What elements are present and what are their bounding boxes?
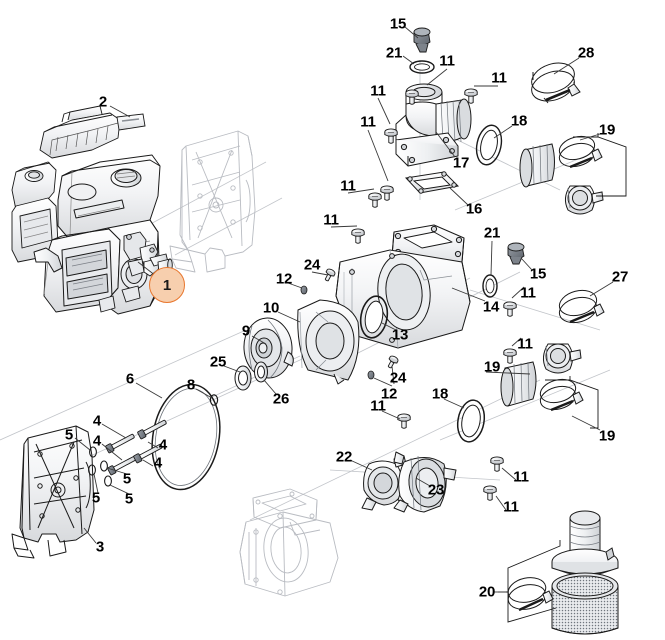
- callout-18: 18: [431, 385, 449, 403]
- callout-11: 11: [340, 177, 356, 195]
- callout-11: 11: [360, 113, 376, 131]
- part-22-cover-plate: [361, 455, 411, 511]
- callout-21: 21: [483, 224, 501, 242]
- engine-assembly: [11, 105, 173, 315]
- callout-27: 27: [611, 268, 629, 286]
- callout-22: 22: [335, 448, 353, 466]
- callout-11: 11: [491, 69, 507, 87]
- callout-17: 17: [452, 154, 470, 172]
- part-26-seal-ring-small: [254, 361, 268, 383]
- ghost-frame-upper: [169, 130, 256, 273]
- highlighted-part-marker[interactable]: 1: [149, 267, 185, 303]
- callout-24: 24: [303, 256, 321, 274]
- part-8-small-o-ring: [209, 394, 219, 406]
- part-5-washers: [88, 446, 112, 487]
- part-2-label-plate: [116, 113, 146, 131]
- callout-5: 5: [122, 470, 132, 488]
- part-21-seal-washer-top: [409, 60, 435, 74]
- part-16-flange-gasket: [404, 171, 460, 194]
- callout-19: 19: [483, 358, 501, 376]
- part-17-suction-elbow: [395, 83, 472, 167]
- part-13-seal-ring: [359, 295, 389, 339]
- callout-10: 10: [262, 299, 280, 317]
- part-27-hose-clamp: [558, 289, 605, 324]
- callout-6: 6: [125, 370, 135, 388]
- callout-19: 19: [598, 427, 616, 445]
- callout-25: 25: [209, 353, 227, 371]
- part-6-large-o-ring: [151, 383, 221, 491]
- callout-12: 12: [275, 270, 293, 288]
- callout-12: 12: [380, 385, 398, 403]
- part-23-discharge-port: [393, 451, 457, 513]
- callout-21: 21: [385, 44, 403, 62]
- callout-11: 11: [520, 284, 536, 302]
- callout-11: 11: [439, 52, 455, 70]
- part-4-bolts: [105, 419, 167, 476]
- callout-13: 13: [391, 326, 409, 344]
- callout-14: 14: [482, 298, 500, 316]
- callout-5: 5: [64, 426, 74, 444]
- callout-4: 4: [158, 436, 168, 454]
- part-12-pins: [300, 285, 375, 380]
- part-28-hose-clamp: [531, 62, 581, 104]
- callout-5: 5: [124, 490, 134, 508]
- part-20-strainer-kit: [507, 510, 619, 635]
- callout-5: 5: [91, 489, 101, 507]
- callout-leader-lines: [74, 26, 614, 593]
- callout-20: 20: [478, 583, 496, 601]
- callout-4: 4: [92, 412, 102, 430]
- callout-28: 28: [577, 44, 595, 62]
- callout-15: 15: [529, 265, 547, 283]
- callout-2: 2: [98, 93, 108, 111]
- part-25-mechanical-seal: [234, 365, 252, 391]
- callout-11: 11: [513, 468, 529, 486]
- bracket-20: [498, 540, 561, 623]
- callout-11: 11: [370, 397, 386, 415]
- part-15-plug-top: [413, 27, 431, 53]
- callout-8: 8: [186, 376, 196, 394]
- callout-23: 23: [427, 481, 445, 499]
- part-15-plug-right: [507, 242, 525, 265]
- callout-24: 24: [389, 369, 407, 387]
- callout-11: 11: [323, 211, 339, 229]
- part-19-connector-kit-upper: [519, 135, 604, 215]
- part-21-seal-washer-right: [482, 274, 498, 298]
- part-10-volute-insert: [297, 299, 360, 385]
- part-18-gasket-ring-upper: [475, 124, 503, 166]
- callout-19: 19: [598, 121, 616, 139]
- callout-4: 4: [153, 454, 163, 472]
- callout-15: 15: [389, 15, 407, 33]
- callout-11: 11: [517, 335, 533, 353]
- ghost-pump-housing-lower: [239, 488, 339, 597]
- callout-18: 18: [510, 112, 528, 130]
- callout-4: 4: [92, 432, 102, 450]
- part-3-frame-bracket: [11, 425, 95, 559]
- part-18-gasket-ring-lower: [456, 399, 486, 443]
- callout-9: 9: [241, 322, 251, 340]
- callout-26: 26: [272, 390, 290, 408]
- callout-16: 16: [465, 200, 483, 218]
- callout-11: 11: [503, 498, 519, 516]
- callout-3: 3: [95, 538, 105, 556]
- part-9-impeller: [243, 317, 294, 379]
- callout-11: 11: [370, 82, 386, 100]
